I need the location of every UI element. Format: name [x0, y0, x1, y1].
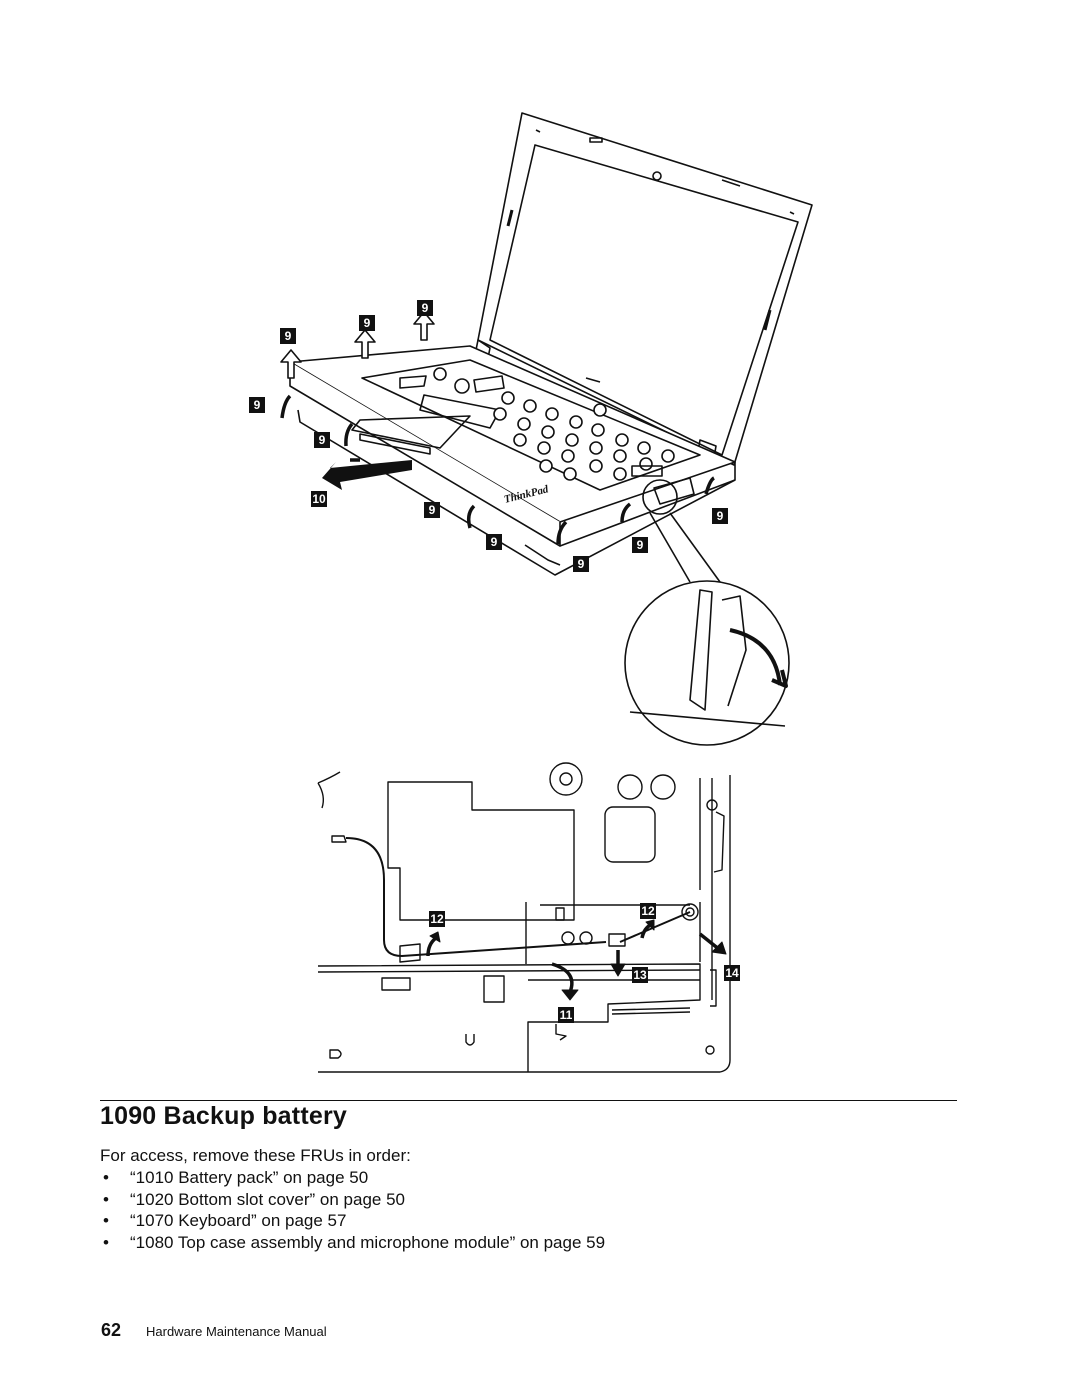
callout-9-g: 9: [486, 534, 502, 550]
callout-13: 13: [632, 967, 648, 983]
fru-list-item[interactable]: “1020 Bottom slot cover” on page 50: [100, 1189, 605, 1211]
lift-arrows: [280, 311, 435, 379]
backup-battery-cable-illustration: [317, 762, 731, 1073]
release-arrows: [280, 394, 715, 545]
page-number: 62: [101, 1320, 122, 1340]
fru-list-item[interactable]: “1080 Top case assembly and microphone m…: [100, 1232, 605, 1254]
callout-9-i: 9: [632, 537, 648, 553]
callout-9-e: 9: [314, 432, 330, 448]
callout-9-h: 9: [573, 556, 589, 572]
removal-arrows: [426, 919, 727, 1001]
callout-9-d: 9: [249, 397, 265, 413]
laptop-display: [475, 112, 813, 466]
callout-12-b: 12: [640, 903, 656, 919]
top-case-removal-illustration: ThinkPad: [280, 112, 813, 746]
fru-list: “1010 Battery pack” on page 50 “1020 Bot…: [100, 1167, 605, 1253]
callout-9-a: 9: [280, 328, 296, 344]
slide-arrow: [322, 460, 412, 490]
fru-list-item[interactable]: “1070 Keyboard” on page 57: [100, 1210, 605, 1232]
section-rule: [100, 1100, 957, 1101]
section-heading: 1090 Backup battery: [100, 1102, 347, 1130]
fru-list-item[interactable]: “1010 Battery pack” on page 50: [100, 1167, 605, 1189]
section-intro: For access, remove these FRUs in order:: [100, 1146, 411, 1165]
callout-9-j: 9: [712, 508, 728, 524]
callout-9-b: 9: [359, 315, 375, 331]
callout-14: 14: [724, 965, 740, 981]
callout-10: 10: [311, 491, 327, 507]
magnified-detail: [624, 479, 790, 746]
callout-9-f: 9: [424, 502, 440, 518]
manual-title: Hardware Maintenance Manual: [146, 1324, 327, 1339]
callout-11: 11: [558, 1007, 574, 1023]
callout-12-a: 12: [429, 911, 445, 927]
callout-9-c: 9: [417, 300, 433, 316]
